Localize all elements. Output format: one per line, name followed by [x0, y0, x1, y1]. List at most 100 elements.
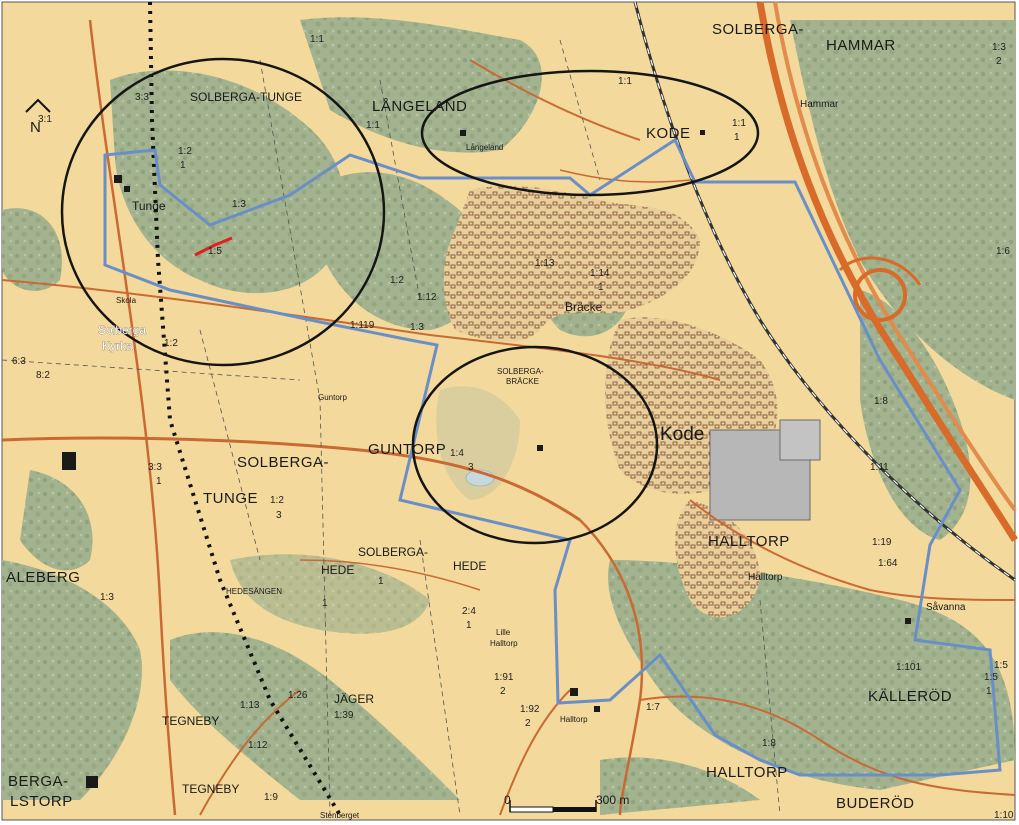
plot-label: 1:3 — [410, 322, 424, 333]
label-halltorp-farm: Halltorp — [560, 715, 588, 724]
label-tegneby-1: TEGNEBY — [162, 714, 219, 728]
label-halltorp-small: Halltorp — [748, 572, 783, 583]
plot-label: 2 — [500, 686, 506, 697]
plot-label: 1:39 — [334, 710, 354, 721]
roads — [1, 19, 1016, 816]
circle-solberga-tunge — [60, 57, 386, 367]
north-arrow-label: N — [30, 119, 41, 136]
plot-label: 1:26 — [288, 690, 308, 701]
label-berga: BERGA- — [8, 773, 69, 790]
plot-label: 2 — [525, 718, 531, 729]
plot-label: 1:64 — [878, 558, 898, 569]
place-labels: SOLBERGA- HAMMAR SOLBERGA-TUNGE LÅNGELAN… — [6, 21, 966, 820]
label-solberga-tunge-s2: TUNGE — [203, 490, 258, 507]
red-marker — [194, 236, 233, 257]
plot-label: 1:91 — [494, 672, 514, 683]
railway — [633, 1, 1016, 582]
plot-label: 1:5 — [994, 660, 1008, 671]
plot-label: 1:101 — [896, 662, 921, 673]
label-bracke: Bräcke — [565, 300, 603, 314]
plot-label: 1:2 — [164, 338, 178, 349]
plot-label: 3 — [276, 510, 282, 521]
plot-label: 1 — [322, 598, 328, 609]
scale-bar-end: 300 m — [596, 793, 629, 807]
label-guntorp-small: Guntorp — [318, 393, 347, 402]
plot-label: 1 — [986, 686, 992, 697]
plot-label: 1 — [466, 620, 472, 631]
plot-label: 1:2 — [178, 146, 192, 157]
plot-label: 1 — [378, 576, 384, 587]
plot-label: 1:1 — [310, 34, 324, 45]
plot-labels: 3:3 1:1 1:1 1 1:1 2 1:2 1 1:3 1:5 1:2 1:… — [12, 34, 1014, 821]
plot-label: 1:8 — [762, 738, 776, 749]
label-langeland: LÅNGELAND — [372, 98, 467, 115]
plot-label: 1:9 — [264, 792, 278, 803]
plot-label: 1:13 — [535, 258, 555, 269]
plot-label: 1:7 — [646, 702, 660, 713]
buildings — [62, 130, 911, 788]
study-area-boundary — [103, 137, 1002, 777]
label-jager: JÄGER — [334, 692, 374, 706]
plot-label: 1 — [180, 160, 186, 171]
label-kallerod: KÄLLERÖD — [868, 687, 952, 705]
label-solberga-hede-hede2: HEDE — [453, 559, 486, 573]
label-halltorp-caps: HALLTORP — [708, 533, 790, 550]
label-lille-halltorp-1: Lille — [496, 628, 511, 637]
plot-label: 1:19 — [872, 537, 892, 548]
plot-label: 3:3 — [135, 92, 149, 103]
circle-guntorp — [411, 345, 659, 545]
label-guntorp: GUNTORP — [368, 441, 446, 458]
label-solberga-kyrka-2: Kyrka — [102, 339, 133, 353]
urban-areas — [443, 185, 821, 618]
plot-label: 1:2 — [270, 495, 284, 506]
plot-label: 1:12 — [248, 740, 268, 751]
plot-label: 1:11 — [870, 462, 889, 473]
label-hammar-top: HAMMAR — [826, 37, 896, 54]
plot-label: 1:12 — [417, 292, 437, 303]
power-line — [148, 1, 342, 817]
plot-label: 1:1 — [366, 120, 380, 131]
plot-label: 3 — [468, 462, 474, 473]
north-arrow: N — [25, 98, 51, 136]
plot-label: 1:119 — [350, 320, 375, 331]
label-langeland-farm: Långeland — [466, 143, 503, 152]
plot-label: 1:6 — [996, 246, 1010, 257]
label-tunge: Tunge — [132, 199, 166, 213]
tracks — [1, 39, 781, 816]
scale-bar-start: 0 — [504, 793, 511, 807]
plot-label: 1:1 — [618, 76, 632, 87]
plot-label: 3:3 — [148, 462, 162, 473]
plot-label: 1:5 — [208, 246, 222, 257]
label-solberga-kyrka-1: Solberga — [98, 323, 146, 337]
label-lille-halltorp-2: Halltorp — [490, 639, 518, 648]
plot-label: 1:2 — [390, 275, 404, 286]
plot-label: 1:3 — [100, 592, 114, 603]
label-solberga-tunge-n: SOLBERGA-TUNGE — [190, 90, 302, 104]
label-solberga-bracke-2: BRÄCKE — [506, 377, 539, 386]
label-stenberget: Stenberget — [320, 811, 360, 820]
circle-kode-north — [420, 69, 760, 197]
plot-label: 1:1 — [732, 118, 746, 129]
label-aleberg: ALEBERG — [6, 569, 80, 586]
plot-label: 1:14 — [590, 268, 610, 279]
label-halltorp-s: HALLTORP — [706, 764, 788, 781]
label-tegneby-2: TEGNEBY — [182, 782, 239, 796]
label-hedesangen: HEDESÄNGEN — [226, 587, 282, 596]
plot-label: 6:3 — [12, 356, 26, 367]
label-kode: Kode — [660, 424, 704, 445]
label-solberga-tunge-s1: SOLBERGA- — [237, 454, 329, 471]
plot-label: 1:3 — [992, 42, 1006, 53]
plot-label: 2:4 — [462, 606, 476, 617]
plot-label: 1:13 — [240, 700, 260, 711]
label-skola: Skola — [116, 296, 137, 305]
label-hammar-small: Hammar — [800, 99, 839, 110]
plot-label: 3:1 — [38, 114, 52, 125]
plot-label: 1:5 — [984, 672, 998, 683]
label-solberga-hede-hede1: HEDE — [321, 563, 354, 577]
plot-label: 1 — [598, 282, 604, 293]
plot-label: 1:10 — [994, 810, 1014, 821]
scale-bar: 0 300 m — [504, 793, 629, 813]
label-buderod: BUDERÖD — [836, 794, 915, 812]
